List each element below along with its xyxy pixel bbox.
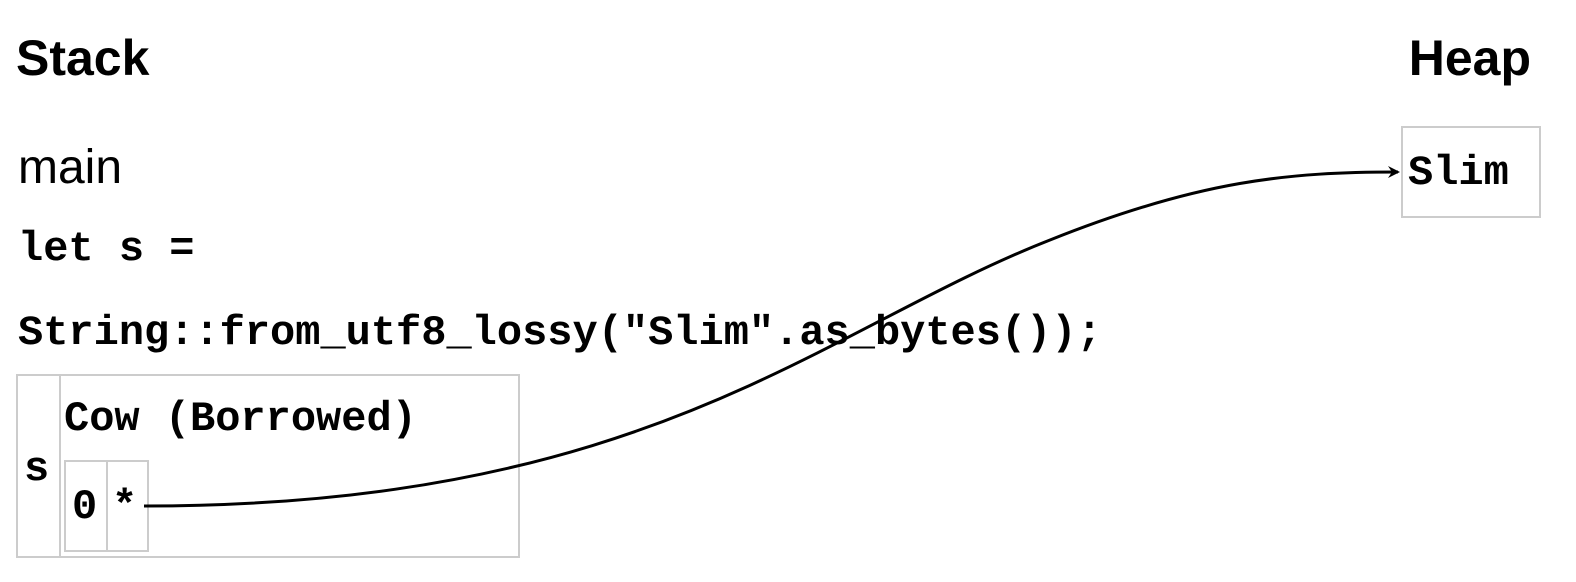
variable-name-cell	[16, 374, 61, 558]
variable-name: s	[24, 445, 50, 493]
field-pointer-value: *	[112, 483, 138, 531]
heap-value: Slim	[1408, 149, 1509, 197]
heap-heading: Heap	[1408, 30, 1531, 86]
stack-heading: Stack	[16, 30, 150, 86]
code-line-1: let s =	[18, 225, 195, 273]
field-tag-value: 0	[72, 483, 98, 531]
code-line-2: String::from_utf8_lossy("Slim".as_bytes(…	[18, 309, 1102, 357]
variable-type-label: Cow (Borrowed)	[64, 395, 417, 443]
stack-frame-name: main	[18, 141, 123, 194]
heap-box	[1401, 126, 1541, 218]
